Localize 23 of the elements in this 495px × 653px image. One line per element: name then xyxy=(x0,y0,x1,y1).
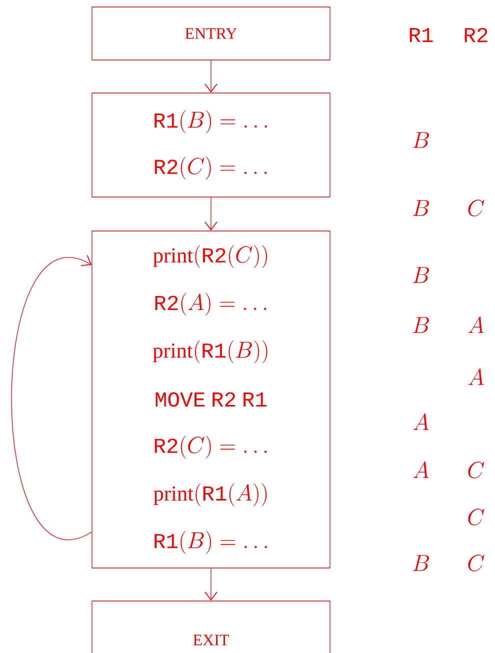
table-entry: $A$ xyxy=(468,368,484,385)
terminal-box: EXIT xyxy=(92,600,330,653)
table-entry: $B$ xyxy=(412,200,429,216)
table-entry: $B$ xyxy=(412,132,429,148)
table-entry: $C$ xyxy=(468,200,484,216)
table-entry: $B$ xyxy=(412,267,429,283)
table-entry: $A$ xyxy=(413,461,429,478)
table-entry: $B$ xyxy=(412,555,429,571)
table-entry: $B$ xyxy=(412,317,429,333)
process-box: $\mathrm{print}(\mathtt{R2}(C))$ $\mathtt{R2}(A) = \ldots$ $\mathrm{print}(\mathtt{R1}(B))$ $\mathtt{MOVE\ R2\ R1}$ $\mathtt{R2}(C) = \ldots$ $\mathrm{print}(\mathtt{R1}(A))$ $\mathtt{R1}(B) = \ldots$ xyxy=(92,230,330,568)
arrow xyxy=(204,60,218,93)
loop-arrow xyxy=(11,254,92,540)
process-box: $\mathtt{R1}(B) = \ldots$ $\mathtt{R2}(C) = \ldots$ xyxy=(92,92,330,198)
table-entry: $A$ xyxy=(413,413,429,430)
table-entry: $A$ xyxy=(468,316,484,333)
terminal-box: ENTRY xyxy=(92,6,330,60)
table-entry: $C$ xyxy=(468,462,484,478)
arrow xyxy=(204,197,218,231)
column-header: $\mathtt{R1}$ xyxy=(410,28,433,42)
column-header: $\mathtt{R2}$ xyxy=(464,28,488,42)
table-entry: $C$ xyxy=(468,554,484,572)
arrow xyxy=(204,568,218,601)
table-entry: $C$ xyxy=(468,508,484,526)
